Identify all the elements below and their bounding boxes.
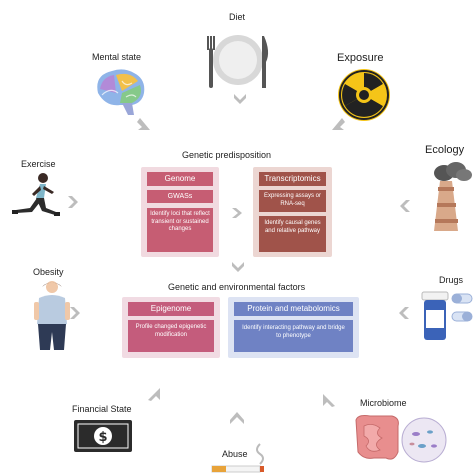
arrow-drugs xyxy=(395,306,411,320)
cigarette-icon xyxy=(210,440,268,474)
epigenome-title: Epigenome xyxy=(128,302,214,316)
protein-title: Protein and metabolomics xyxy=(234,302,353,316)
arrow-financial-state xyxy=(146,386,162,402)
arrow-ecology xyxy=(396,198,412,214)
label-mental-state: Mental state xyxy=(92,52,142,62)
label-exposure: Exposure xyxy=(337,52,384,64)
arrow-abuse xyxy=(229,411,245,425)
label-ecology: Ecology xyxy=(425,144,465,156)
radiation-icon xyxy=(337,68,391,122)
pills-icon xyxy=(418,288,474,346)
epigenome-description: Profile changed epigenetic modification xyxy=(128,320,214,352)
arrow-obesity xyxy=(68,306,84,320)
brain-icon xyxy=(92,67,148,117)
arrow-predisposition-down xyxy=(231,261,245,273)
genome-description: Identify loci that reflect transient or … xyxy=(147,208,213,252)
label-diet: Diet xyxy=(229,12,246,22)
factory-icon xyxy=(424,161,474,233)
label-abuse: Abuse xyxy=(222,449,248,459)
genetic-env-title: Genetic and environmental factors xyxy=(168,282,306,292)
obese-person-icon xyxy=(34,280,70,354)
arrow-diet xyxy=(233,91,247,105)
label-financial-state: Financial State xyxy=(72,404,132,414)
svg-text:$: $ xyxy=(98,430,107,445)
genome-gwas: GWASs xyxy=(147,190,213,203)
genetic-predisposition-title: Genetic predisposition xyxy=(182,150,272,160)
intestine-icon xyxy=(350,412,450,474)
arrow-microbiome xyxy=(321,392,337,408)
label-exercise: Exercise xyxy=(21,159,56,169)
label-microbiome: Microbiome xyxy=(360,398,407,408)
plate-icon xyxy=(205,32,271,90)
genome-title: Genome xyxy=(147,172,213,186)
runner-icon xyxy=(10,172,60,224)
protein-description: Identify interacting pathway and bridge … xyxy=(234,320,353,352)
transcriptomics-assays: Expressing assays or RNA-seq xyxy=(259,190,326,212)
transcriptomics-description: Identify causal genes and relative pathw… xyxy=(259,216,326,252)
banknote-icon: $ xyxy=(73,419,133,453)
label-drugs: Drugs xyxy=(439,275,464,285)
transcriptomics-title: Transcriptomics xyxy=(259,172,326,186)
arrow-exposure xyxy=(330,116,346,132)
arrow-genome-to-transcriptomics xyxy=(231,207,245,219)
arrow-mental-state xyxy=(136,116,152,132)
arrow-exercise xyxy=(66,195,82,209)
label-obesity: Obesity xyxy=(33,267,64,277)
